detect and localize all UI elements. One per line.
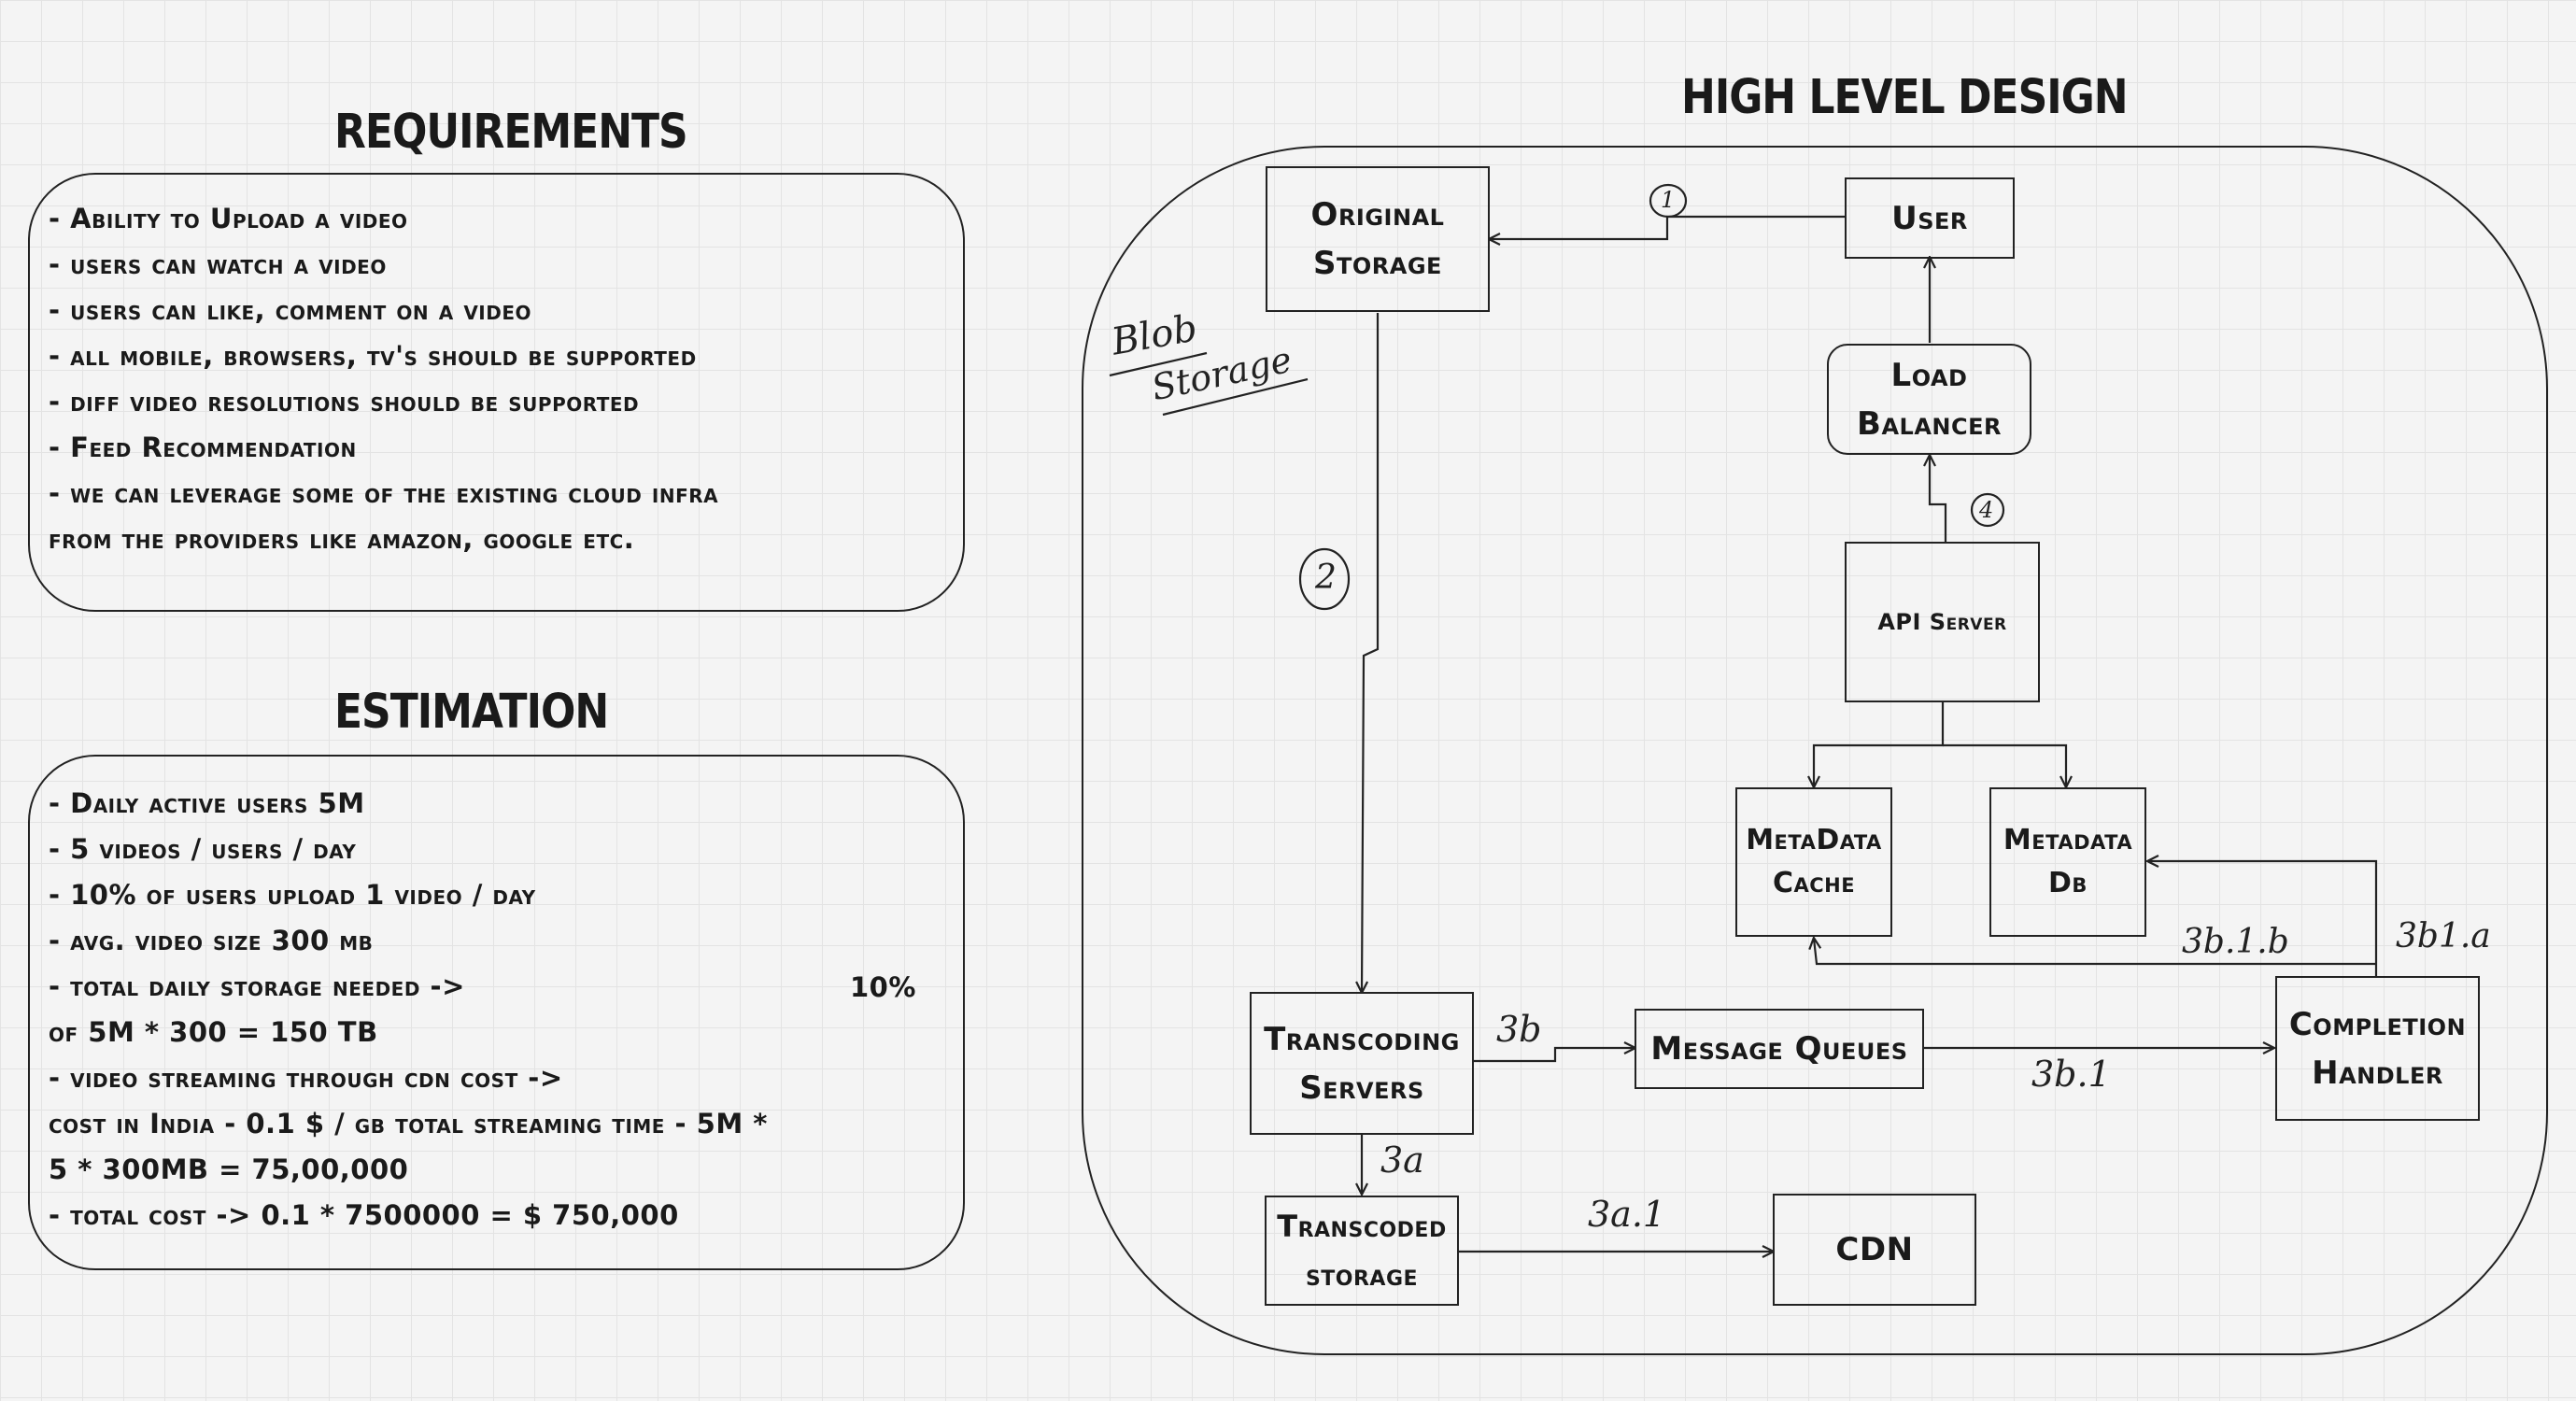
step-3a1-label: 3a.1	[1588, 1194, 1666, 1235]
api-server-node: API Server	[1845, 542, 2040, 702]
list-item: - Ability to Upload a video	[49, 203, 408, 234]
list-item: - Daily active users 5M	[49, 787, 365, 819]
metadata-db-node: Metadata Db	[1989, 787, 2146, 937]
estimation-heading: ESTIMATION	[334, 685, 609, 740]
step-3a-label: 3a	[1380, 1139, 1424, 1181]
arrow-handler-to-db	[2148, 861, 2378, 976]
arrow-api-to-lb	[1930, 456, 1947, 542]
transcoding-servers-node: Transcoding Servers	[1250, 992, 1474, 1135]
requirements-list: - Ability to Upload a video - users can …	[49, 196, 718, 562]
step-4-circle	[1970, 492, 2005, 528]
step-2-circle	[1298, 547, 1351, 611]
list-item: - users can watch a video	[49, 248, 387, 280]
step-1-circle	[1649, 183, 1688, 219]
arrow-api-to-cache	[1814, 702, 1945, 786]
arrow-transcoding-to-queues	[1474, 1048, 1635, 1063]
list-item: of 5M * 300 = 150 TB	[49, 1016, 378, 1048]
requirements-panel	[28, 173, 965, 612]
estimation-panel	[28, 755, 965, 1270]
list-item: - 5 videos / users / day	[49, 833, 357, 865]
design-heading: HIGH LEVEL DESIGN	[1681, 70, 2129, 125]
original-storage-node: Original Storage	[1266, 166, 1490, 312]
step-4-label: 4	[1979, 497, 1994, 523]
list-item: cost in India - 0.1 $ / gb total streami…	[49, 1108, 768, 1139]
requirements-heading: REQUIREMENTS	[334, 105, 688, 160]
arrow-user-to-original-storage	[1490, 215, 1847, 239]
step-1-label: 1	[1661, 187, 1676, 213]
blob-underline-1	[1109, 351, 1208, 377]
list-item: - avg. video size 300 mb	[49, 925, 374, 956]
list-item: 5 * 300MB = 75,00,000	[49, 1153, 409, 1185]
message-queues-node: Message Queues	[1635, 1009, 1924, 1089]
arrow-handler-to-cache	[1814, 939, 2376, 966]
step-3b1b-label: 3b.1.b	[2182, 923, 2289, 961]
list-item: - users can like, comment on a video	[49, 294, 532, 326]
completion-handler-node: Completion Handler	[2275, 976, 2480, 1121]
metadata-cache-node: MetaData Cache	[1735, 787, 1892, 937]
transcoded-storage-node: Transcoded storage	[1265, 1196, 1459, 1306]
estimation-list: - Daily active users 5M - 5 videos / use…	[49, 781, 768, 1238]
list-item: - we can leverage some of the existing c…	[49, 477, 719, 509]
load-balancer-node: Load Balancer	[1827, 344, 2031, 455]
list-item: from the providers like amazon, google e…	[49, 523, 635, 555]
design-panel	[1082, 146, 2548, 1355]
step-2-label: 2	[1315, 559, 1337, 597]
blob-underline-2	[1162, 377, 1309, 417]
estimation-side-note: 10%	[850, 971, 916, 1003]
list-item: - video streaming through cdn cost ->	[49, 1062, 563, 1094]
list-item: - 10% of users upload 1 video / day	[49, 879, 536, 911]
list-item: - total daily storage needed ->	[49, 970, 465, 1002]
arrow-original-to-transcoding	[1362, 313, 1380, 992]
step-3b-label: 3b	[1496, 1009, 1542, 1050]
user-node: User	[1845, 177, 2015, 259]
list-item: - all mobile, browsers, tv's should be s…	[49, 340, 697, 372]
cdn-node: CDN	[1773, 1194, 1976, 1306]
list-item: - Feed Recommendation	[49, 432, 357, 463]
arrow-api-to-db	[1943, 743, 2066, 786]
list-item: - diff video resolutions should be suppo…	[49, 386, 640, 417]
step-3b1-label: 3b.1	[2031, 1054, 2111, 1095]
step-3b1a-label: 3b1.a	[2396, 917, 2491, 955]
list-item: - total cost -> 0.1 * 7500000 = $ 750,00…	[49, 1199, 679, 1231]
